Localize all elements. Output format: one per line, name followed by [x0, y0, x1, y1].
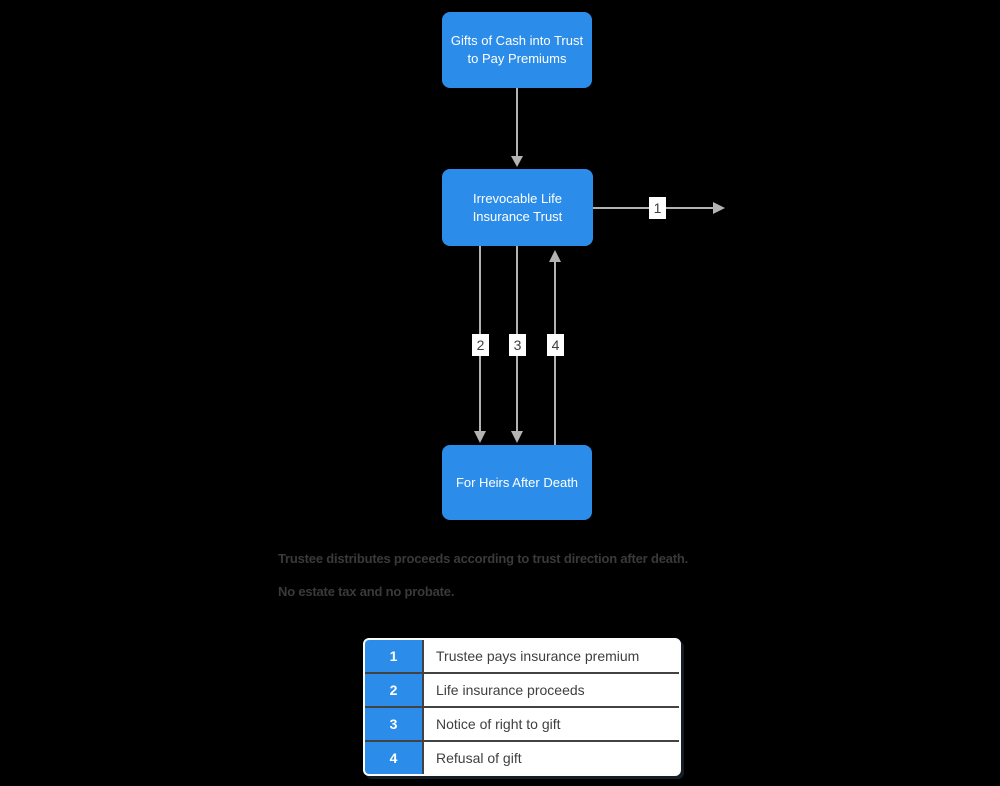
note-trust-distribution: Trustee distributes proceeds according t…: [278, 551, 689, 566]
legend-row: 4 Refusal of gift: [365, 742, 679, 774]
arrow-gifts-to-trust: [511, 88, 523, 167]
node-trust-label-line1: Irrevocable Life: [473, 190, 562, 206]
legend-table: 1 Trustee pays insurance premium 2 Life …: [363, 638, 681, 776]
legend-row-number: 2: [365, 674, 424, 706]
node-heirs-after-death: For Heirs After Death: [442, 445, 592, 520]
legend-row-number: 3: [365, 708, 424, 740]
legend-row: 2 Life insurance proceeds: [365, 674, 679, 708]
connector-label-4: 4: [547, 334, 564, 356]
connector-label-1: 1: [649, 197, 666, 219]
node-gifts-label-line1: Gifts of Cash into Trust: [450, 33, 584, 48]
legend-row-number: 1: [365, 640, 424, 672]
legend-row: 3 Notice of right to gift: [365, 708, 679, 742]
node-irrevocable-trust: Irrevocable Life Insurance Trust: [442, 169, 593, 246]
connector-label-3: 3: [509, 334, 526, 356]
legend-row-description: Refusal of gift: [424, 742, 679, 774]
legend-row: 1 Trustee pays insurance premium: [365, 640, 679, 674]
legend-row-description: Trustee pays insurance premium: [424, 640, 679, 672]
legend-row-number: 4: [365, 742, 424, 774]
legend-row-description: Notice of right to gift: [424, 708, 679, 740]
note-no-estate-tax: No estate tax and no probate.: [278, 584, 455, 599]
node-gifts-label-line2: to Pay Premiums: [467, 51, 567, 66]
legend-row-description: Life insurance proceeds: [424, 674, 679, 706]
connector-label-2: 2: [472, 334, 489, 356]
node-heirs-label: For Heirs After Death: [455, 474, 579, 490]
node-trust-label-line2: Insurance Trust: [472, 208, 563, 224]
node-gifts-of-cash: Gifts of Cash into Trust to Pay Premiums: [442, 12, 592, 88]
